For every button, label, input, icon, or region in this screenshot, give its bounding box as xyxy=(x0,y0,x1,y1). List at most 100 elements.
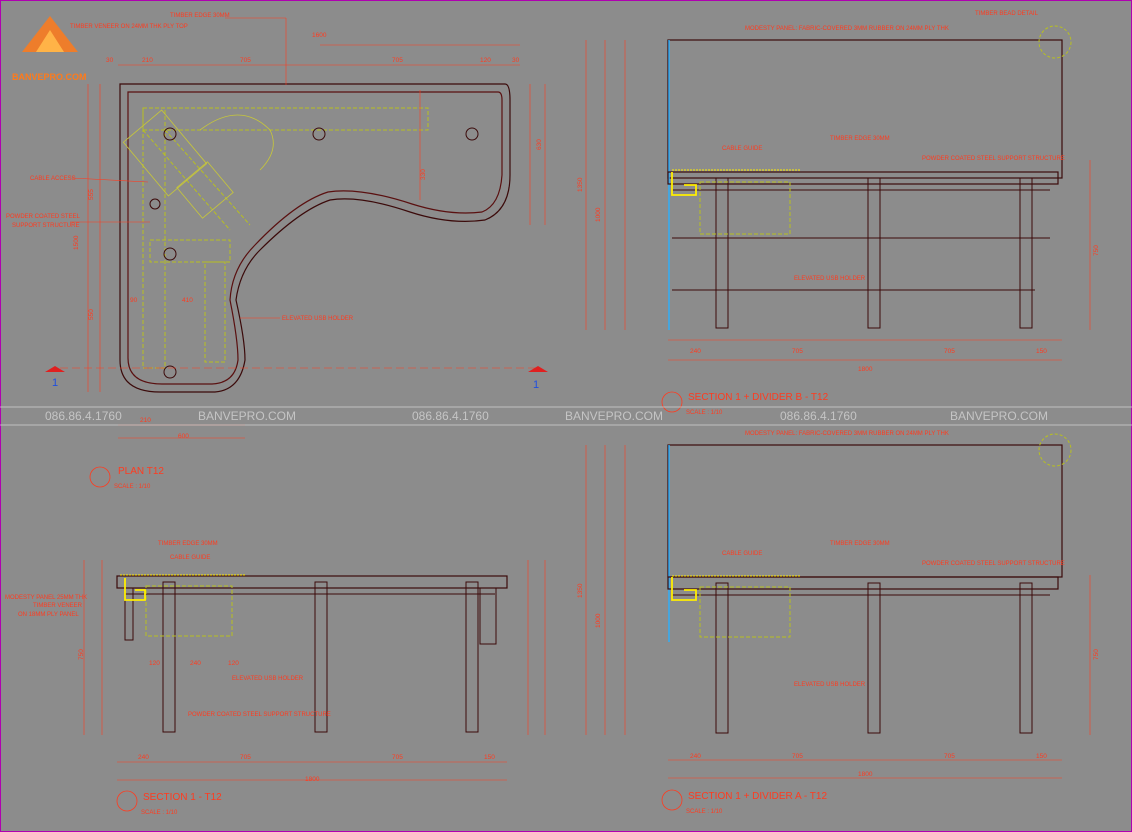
secb-dim-750: 750 xyxy=(1093,245,1100,256)
watermark-phone-1: 086.86.4.1760 xyxy=(45,409,122,423)
plan-dim-555: 555 xyxy=(88,189,95,200)
seca-dim-750: 750 xyxy=(1093,649,1100,660)
plan-dim-1500: 1500 xyxy=(73,235,80,250)
sec1-dim-750: 750 xyxy=(78,649,85,660)
secb-dim-705a: 705 xyxy=(792,348,803,355)
plan-dim-90: 90 xyxy=(130,297,138,304)
seca-dim-1350: 1350 xyxy=(577,583,584,598)
secb-label-cable-guide: CABLE GUIDE xyxy=(722,146,762,152)
seca-label-steel: POWDER COATED STEEL SUPPORT STRUCTURE xyxy=(922,561,1065,567)
watermark-site-3: BANVEPRO.COM xyxy=(950,409,1048,423)
sec1-dim-120b: 120 xyxy=(228,660,239,667)
sec1-dim-240: 240 xyxy=(138,754,149,761)
brand-logo: BANVEPRO.COM xyxy=(12,16,87,82)
sec1-label-modesty-1: MODESTY PANEL 25MM THK xyxy=(5,595,87,601)
seca-dim-1800: 1800 xyxy=(858,771,873,778)
plan-label-timber-edge: TIMBER EDGE 30MM xyxy=(170,13,230,19)
section-marker-right-label: 1 xyxy=(533,379,539,391)
section-1-view xyxy=(83,560,546,781)
plan-label-steel-1: POWDER COATED STEEL xyxy=(6,214,81,220)
plan-view xyxy=(119,83,511,393)
plan-dim-705b: 705 xyxy=(392,57,403,64)
sec1-label-timber-edge: TIMBER EDGE 30MM xyxy=(158,541,218,547)
plan-dim-550: 550 xyxy=(88,309,95,320)
secb-dim-1350: 1350 xyxy=(577,177,584,192)
plan-legs xyxy=(149,127,479,379)
watermark-site-2: BANVEPRO.COM xyxy=(565,409,663,423)
seca-scale: SCALE : 1/10 xyxy=(686,809,723,815)
sec1-label-usb: ELEVATED USB HOLDER xyxy=(232,676,304,682)
secb-label-timber-edge: TIMBER EDGE 30MM xyxy=(830,136,890,142)
seca-dim-150: 150 xyxy=(1036,753,1047,760)
sec1-dim-705a: 705 xyxy=(240,754,251,761)
plan-dim-705a: 705 xyxy=(240,57,251,64)
seca-dim-1000: 1000 xyxy=(595,613,602,628)
plan-leaders xyxy=(70,17,287,319)
secb-label-steel: POWDER COATED STEEL SUPPORT STRUCTURE xyxy=(922,156,1065,162)
section-marker-left xyxy=(45,366,65,372)
sec1-title: SECTION 1 - T12 xyxy=(143,792,222,803)
watermark-phone-2: 086.86.4.1760 xyxy=(412,409,489,423)
plan-desk-outline xyxy=(119,83,511,393)
plan-title: PLAN T12 xyxy=(118,466,164,477)
sec1-scale: SCALE : 1/10 xyxy=(141,810,178,816)
sec1-label-cable-guide: CABLE GUIDE xyxy=(170,555,210,561)
sec1-dim-705b: 705 xyxy=(392,754,403,761)
plan-label-steel-2: SUPPORT STRUCTURE xyxy=(12,223,79,229)
secb-dim-1800: 1800 xyxy=(858,366,873,373)
watermark-site-1: BANVEPRO.COM xyxy=(198,409,296,423)
plan-dim-630: 630 xyxy=(536,139,543,150)
plan-steel-frame xyxy=(142,107,429,369)
secb-title-bubble xyxy=(661,391,683,413)
plan-dim-330: 330 xyxy=(420,169,427,180)
seca-label-timber-edge: TIMBER EDGE 30MM xyxy=(830,541,890,547)
sec1-label-modesty-2: TIMBER VENEER xyxy=(33,603,83,609)
sec1-label-steel: POWDER COATED STEEL SUPPORT STRUCTURE xyxy=(188,712,331,718)
plan-chair-hatch xyxy=(122,109,274,219)
plan-dim-120: 120 xyxy=(480,57,491,64)
section-divider-b xyxy=(585,25,1091,361)
sec1-dim-120a: 120 xyxy=(149,660,160,667)
plan-dim-600: 600 xyxy=(178,433,189,440)
seca-label-usb: ELEVATED USB HOLDER xyxy=(794,682,866,688)
section-divider-a xyxy=(585,433,1091,779)
seca-label-modesty: MODESTY PANEL: FABRIC-COVERED 3MM RUBBER… xyxy=(745,431,949,437)
seca-label-cable-guide: CABLE GUIDE xyxy=(722,551,762,557)
sec1-dim-1800: 1800 xyxy=(305,776,320,783)
secb-dim-1000: 1000 xyxy=(595,207,602,222)
plan-dim-30b: 30 xyxy=(512,57,520,64)
secb-dim-240: 240 xyxy=(690,348,701,355)
plan-dim-210: 210 xyxy=(142,57,153,64)
plan-label-usb: ELEVATED USB HOLDER xyxy=(282,316,354,322)
section-marker-right xyxy=(528,366,548,372)
plan-desk-inner xyxy=(127,91,503,385)
seca-title: SECTION 1 + DIVIDER A - T12 xyxy=(688,791,827,802)
secb-label-modesty: MODESTY PANEL: FABRIC-COVERED 3MM RUBBER… xyxy=(745,26,949,32)
secb-title: SECTION 1 + DIVIDER B - T12 xyxy=(688,392,829,403)
secb-label-usb: ELEVATED USB HOLDER xyxy=(794,276,866,282)
secb-label-bead: TIMBER BEAD DETAIL xyxy=(975,11,1039,17)
brand-logo-text: BANVEPRO.COM xyxy=(12,72,87,82)
secb-dim-150: 150 xyxy=(1036,348,1047,355)
sec1-dim-240b: 240 xyxy=(190,660,201,667)
plan-dim-30a: 30 xyxy=(106,57,114,64)
plan-title-bubble xyxy=(89,466,111,488)
plan-dim-1600: 1600 xyxy=(312,32,327,39)
section-marker-left-label: 1 xyxy=(52,377,58,389)
secb-scale: SCALE : 1/10 xyxy=(686,410,723,416)
plan-dim-410: 410 xyxy=(182,297,193,304)
plan-label-veneer: TIMBER VENEER ON 24MM THK PLY TOP xyxy=(70,24,188,30)
plan-dim-210b: 210 xyxy=(140,417,151,424)
sec1-label-modesty-3: ON 18MM PLY PANEL xyxy=(18,612,79,618)
seca-dim-705a: 705 xyxy=(792,753,803,760)
sec1-title-bubble xyxy=(116,790,138,812)
sec1-dim-150: 150 xyxy=(484,754,495,761)
seca-title-bubble xyxy=(661,789,683,811)
plan-dimensions xyxy=(60,44,546,439)
secb-dim-705b: 705 xyxy=(944,348,955,355)
seca-dim-240: 240 xyxy=(690,753,701,760)
watermark-phone-3: 086.86.4.1760 xyxy=(780,409,857,423)
plan-scale: SCALE : 1/10 xyxy=(114,484,151,490)
